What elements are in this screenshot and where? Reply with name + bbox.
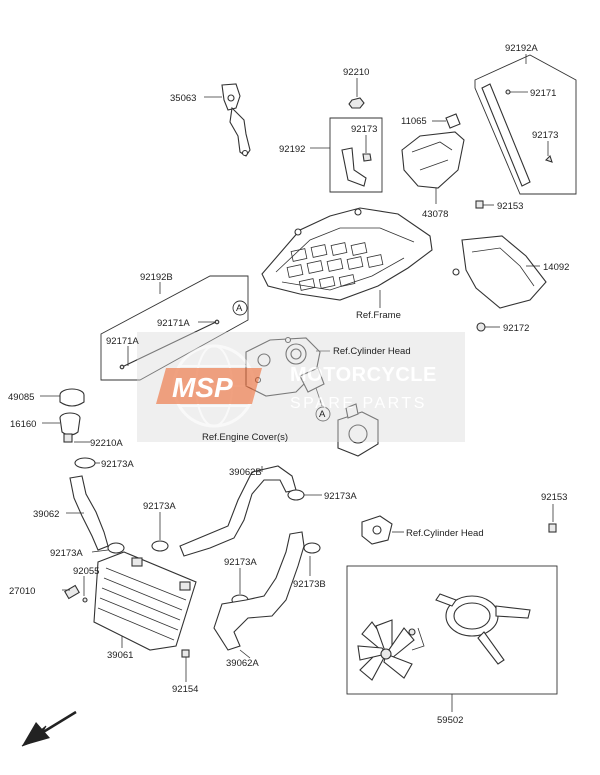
part-39062A-hose xyxy=(213,531,305,651)
label-ref-cylinder-head-2: Ref.Cylinder Head xyxy=(406,528,484,539)
part-49085-cap xyxy=(59,388,85,407)
watermark-logo: MSP xyxy=(156,368,262,404)
label-92192A: 92192A xyxy=(505,43,538,54)
part-92192A-box xyxy=(474,54,577,195)
label-92173A-2: 92173A xyxy=(324,491,357,502)
part-92173A-clamp-4 xyxy=(107,542,125,554)
label-27010: 27010 xyxy=(9,586,35,597)
part-92154-bolt xyxy=(181,649,190,682)
part-92153-bolt-right xyxy=(548,523,557,533)
watermark-logo-text: MSP xyxy=(172,372,233,403)
label-92171A-2: 92171A xyxy=(106,336,139,347)
label-59502: 59502 xyxy=(437,715,463,726)
label-92173-box: 92173 xyxy=(351,124,377,135)
part-92192-box xyxy=(329,117,383,193)
part-92173A-clamp-2 xyxy=(287,489,305,501)
label-ref-engine-cover: Ref.Engine Cover(s) xyxy=(202,432,288,443)
label-92172: 92172 xyxy=(503,323,529,334)
part-27010-sensor xyxy=(64,584,88,603)
part-59502-fan-box xyxy=(346,565,558,695)
ref-marker-a-mid xyxy=(315,406,331,422)
label-92173A-4: 92173A xyxy=(50,548,83,559)
label-92173A-5: 92173A xyxy=(224,557,257,568)
part-16160-filler-neck xyxy=(59,412,81,443)
label-92173B: 92173B xyxy=(293,579,326,590)
label-39061: 39061 xyxy=(107,650,133,661)
label-49085: 49085 xyxy=(8,392,34,403)
label-92171A-1: 92171A xyxy=(157,318,190,329)
watermark: MSP MOTORCYCLE SPARE PARTS xyxy=(137,332,465,442)
part-92172-screw xyxy=(476,322,500,332)
label-14092: 14092 xyxy=(543,262,569,273)
label-39062B: 39062B xyxy=(229,467,262,478)
part-fitting-cylinder-head xyxy=(361,515,393,545)
label-92192B: 92192B xyxy=(140,272,173,283)
part-frame-cowl xyxy=(261,207,433,301)
part-92153-bolt-top xyxy=(475,200,494,209)
label-16160: 16160 xyxy=(10,419,36,430)
label-43078: 43078 xyxy=(422,209,448,220)
ref-marker-a-top xyxy=(232,300,248,316)
part-39062B-hose xyxy=(179,465,297,557)
label-92153-right: 92153 xyxy=(541,492,567,503)
label-11065: 11065 xyxy=(401,116,427,127)
part-92173A-clamp-3 xyxy=(151,540,169,552)
label-92055: 92055 xyxy=(73,566,99,577)
part-water-pump xyxy=(337,403,379,457)
label-92154: 92154 xyxy=(172,684,198,695)
label-ref-marker-a-mid: A xyxy=(319,409,326,420)
label-92210A: 92210A xyxy=(90,438,123,449)
front-direction-arrow xyxy=(21,710,77,747)
part-92173A-clamp-1 xyxy=(74,457,96,469)
label-92210: 92210 xyxy=(343,67,369,78)
label-39062A: 39062A xyxy=(226,658,259,669)
part-35063-bracket xyxy=(221,83,251,157)
label-92173A-3: 92173A xyxy=(143,501,176,512)
label-92192: 92192 xyxy=(279,144,305,155)
label-92153-top: 92153 xyxy=(497,201,523,212)
label-ref-cylinder-head-1: Ref.Cylinder Head xyxy=(333,346,411,357)
label-ref-marker-a-top: A xyxy=(236,303,243,314)
label-ref-frame: Ref.Frame xyxy=(356,310,401,321)
part-39061-radiator xyxy=(93,551,197,651)
part-92192B-box xyxy=(100,275,249,381)
watermark-line1: MOTORCYCLE xyxy=(290,364,437,386)
label-39062: 39062 xyxy=(33,509,59,520)
label-35063: 35063 xyxy=(170,93,196,104)
label-92173-right: 92173 xyxy=(532,130,558,141)
part-92173B-clamp xyxy=(303,542,321,554)
label-92173A-1: 92173A xyxy=(101,459,134,470)
part-14092-guard xyxy=(452,235,547,309)
label-92171-top: 92171 xyxy=(530,88,556,99)
watermark-line2: SPARE PARTS xyxy=(290,395,427,412)
part-43078-reservoir xyxy=(401,113,465,204)
part-92210-nut xyxy=(348,97,365,109)
